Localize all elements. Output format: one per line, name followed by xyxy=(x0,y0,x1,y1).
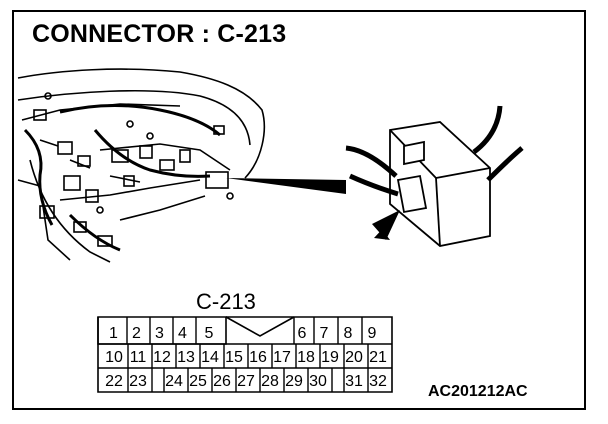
pin-number: 6 xyxy=(298,325,307,342)
pin-number: 29 xyxy=(285,373,303,390)
figure-code: AC201212AC xyxy=(428,383,528,400)
pin-number: 30 xyxy=(309,373,327,390)
pin-number: 12 xyxy=(153,349,171,366)
connector-label: C-213 xyxy=(196,289,256,314)
pin-number: 32 xyxy=(369,373,387,390)
pin-number: 19 xyxy=(321,349,339,366)
page-title: CONNECTOR : C-213 xyxy=(32,20,287,48)
pin-number: 4 xyxy=(178,325,187,342)
pin-number: 27 xyxy=(237,373,255,390)
pin-number: 22 xyxy=(105,373,123,390)
pin-number: 20 xyxy=(345,349,363,366)
pin-number: 23 xyxy=(129,373,147,390)
pinout-grid xyxy=(97,316,393,393)
pin-number: 21 xyxy=(369,349,387,366)
pin-number: 28 xyxy=(261,373,279,390)
mating-arrow-head xyxy=(372,210,400,240)
pin-number: 1 xyxy=(109,325,118,342)
pin-number: 3 xyxy=(155,325,164,342)
pin-number: 31 xyxy=(345,373,363,390)
pin-number: 2 xyxy=(132,325,141,342)
pin-number: 13 xyxy=(177,349,195,366)
pin-number: 5 xyxy=(205,325,214,342)
pin-number: 24 xyxy=(165,373,183,390)
pin-number: 8 xyxy=(344,325,353,342)
pin-number: 15 xyxy=(225,349,243,366)
pin-number: 17 xyxy=(273,349,291,366)
pin-number: 9 xyxy=(368,325,377,342)
pin-number: 16 xyxy=(249,349,267,366)
pin-number: 14 xyxy=(201,349,219,366)
pin-number: 25 xyxy=(189,373,207,390)
connector-closeup-drawing xyxy=(345,105,524,247)
pin-number: 7 xyxy=(320,325,329,342)
pin-number: 11 xyxy=(130,349,147,366)
callout-pointer xyxy=(226,178,346,194)
pin-number: 10 xyxy=(105,349,123,366)
dashboard-harness-drawing xyxy=(17,68,266,263)
pin-number: 26 xyxy=(213,373,231,390)
pin-number: 18 xyxy=(297,349,315,366)
